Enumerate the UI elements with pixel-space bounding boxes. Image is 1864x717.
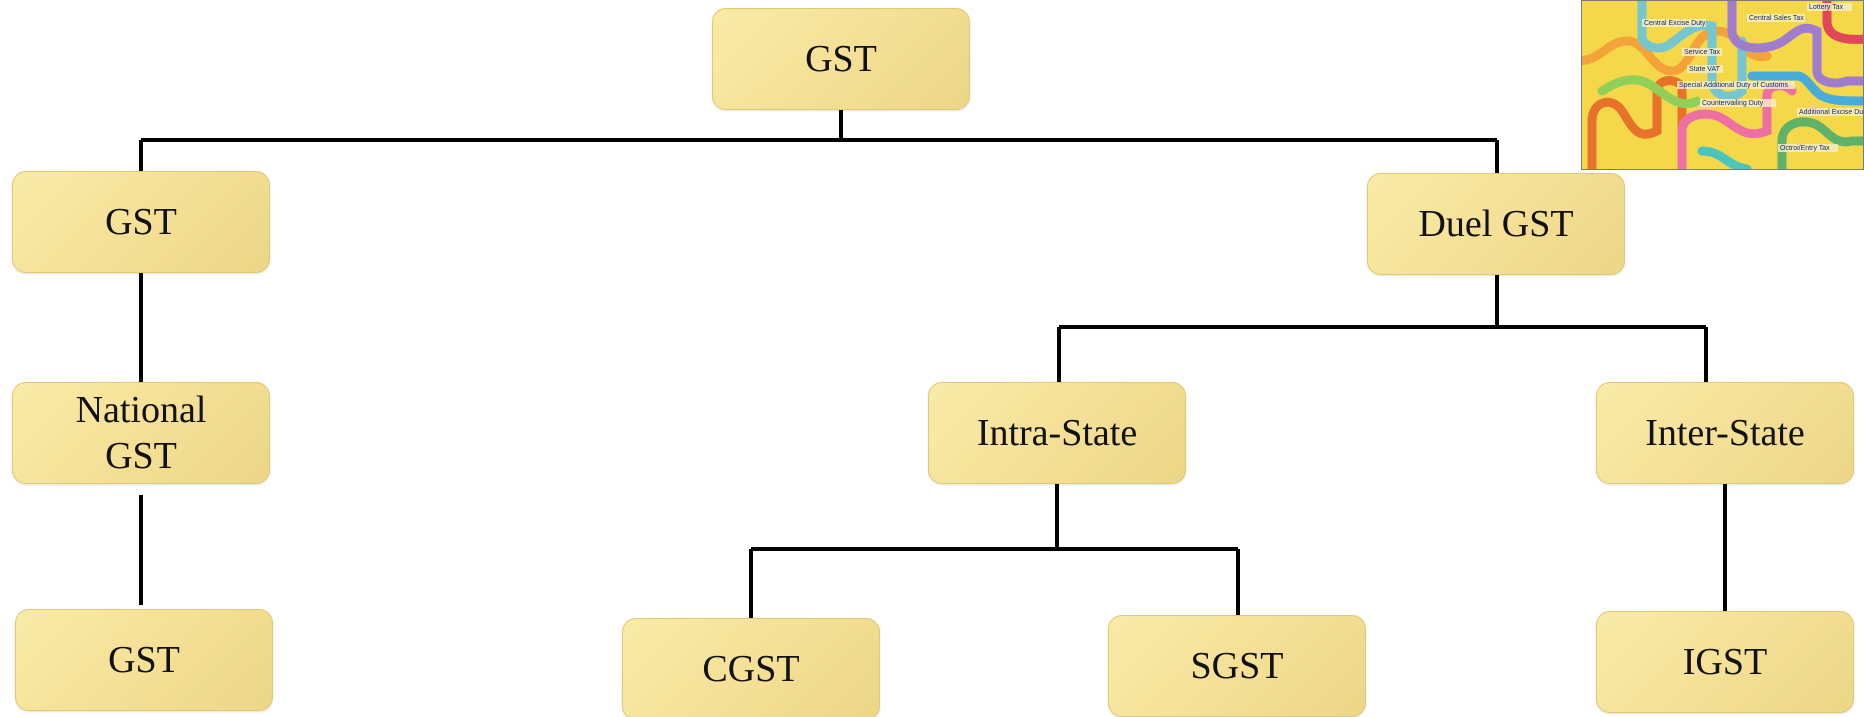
thumb-label-central-sales: Central Sales Tax <box>1749 15 1804 22</box>
tax-maze-illustration: Lottery Tax Central Excise Duty Central … <box>1582 1 1863 169</box>
node-sgst-label: SGST <box>1190 645 1284 687</box>
node-single-gst: GST <box>12 171 270 273</box>
node-cgst-label: CGST <box>702 648 800 690</box>
node-sgst: SGST <box>1108 615 1366 717</box>
node-gst-root: GST <box>712 8 970 110</box>
connector-root-to-children <box>139 110 1499 173</box>
node-single-gst-label: GST <box>105 201 177 243</box>
thumb-label-special-additional: Special Additional Duty of Customs <box>1679 82 1788 89</box>
node-inter-state-label: Inter-State <box>1645 412 1805 454</box>
node-single-gst-bottom: GST <box>15 609 273 711</box>
connector-dual-to-intra-inter <box>1057 275 1708 382</box>
node-inter-state: Inter-State <box>1596 382 1854 484</box>
connector-intra-to-cgst-sgst <box>749 484 1240 618</box>
node-igst: IGST <box>1596 611 1854 713</box>
node-national-gst: National GST <box>12 382 270 484</box>
thumb-label-service-tax: Service Tax <box>1684 49 1721 56</box>
thumb-label-state-vat: State VAT <box>1689 66 1721 73</box>
thumb-label-countervailing: Countervailing Duty <box>1702 100 1764 107</box>
thumb-label-lottery-tax: Lottery Tax <box>1809 4 1844 11</box>
thumb-label-octroi: Octroi/Entry Tax <box>1780 145 1830 152</box>
node-igst-label: IGST <box>1682 641 1768 683</box>
node-dual-gst: Duel GST <box>1367 173 1625 275</box>
node-single-gst-bottom-label: GST <box>108 639 180 681</box>
thumb-label-central-excise: Central Excise Duty <box>1644 20 1706 27</box>
node-national-gst-label: National GST <box>75 389 207 477</box>
node-gst-root-label: GST <box>805 38 877 80</box>
node-dual-gst-label: Duel GST <box>1418 203 1574 245</box>
node-intra-state-label: Intra-State <box>976 412 1138 454</box>
node-cgst: CGST <box>622 618 880 717</box>
node-intra-state: Intra-State <box>928 382 1186 484</box>
tax-maze-thumbnail: Lottery Tax Central Excise Duty Central … <box>1581 0 1864 170</box>
thumb-label-additional-excise: Additional Excise Du <box>1799 109 1863 116</box>
